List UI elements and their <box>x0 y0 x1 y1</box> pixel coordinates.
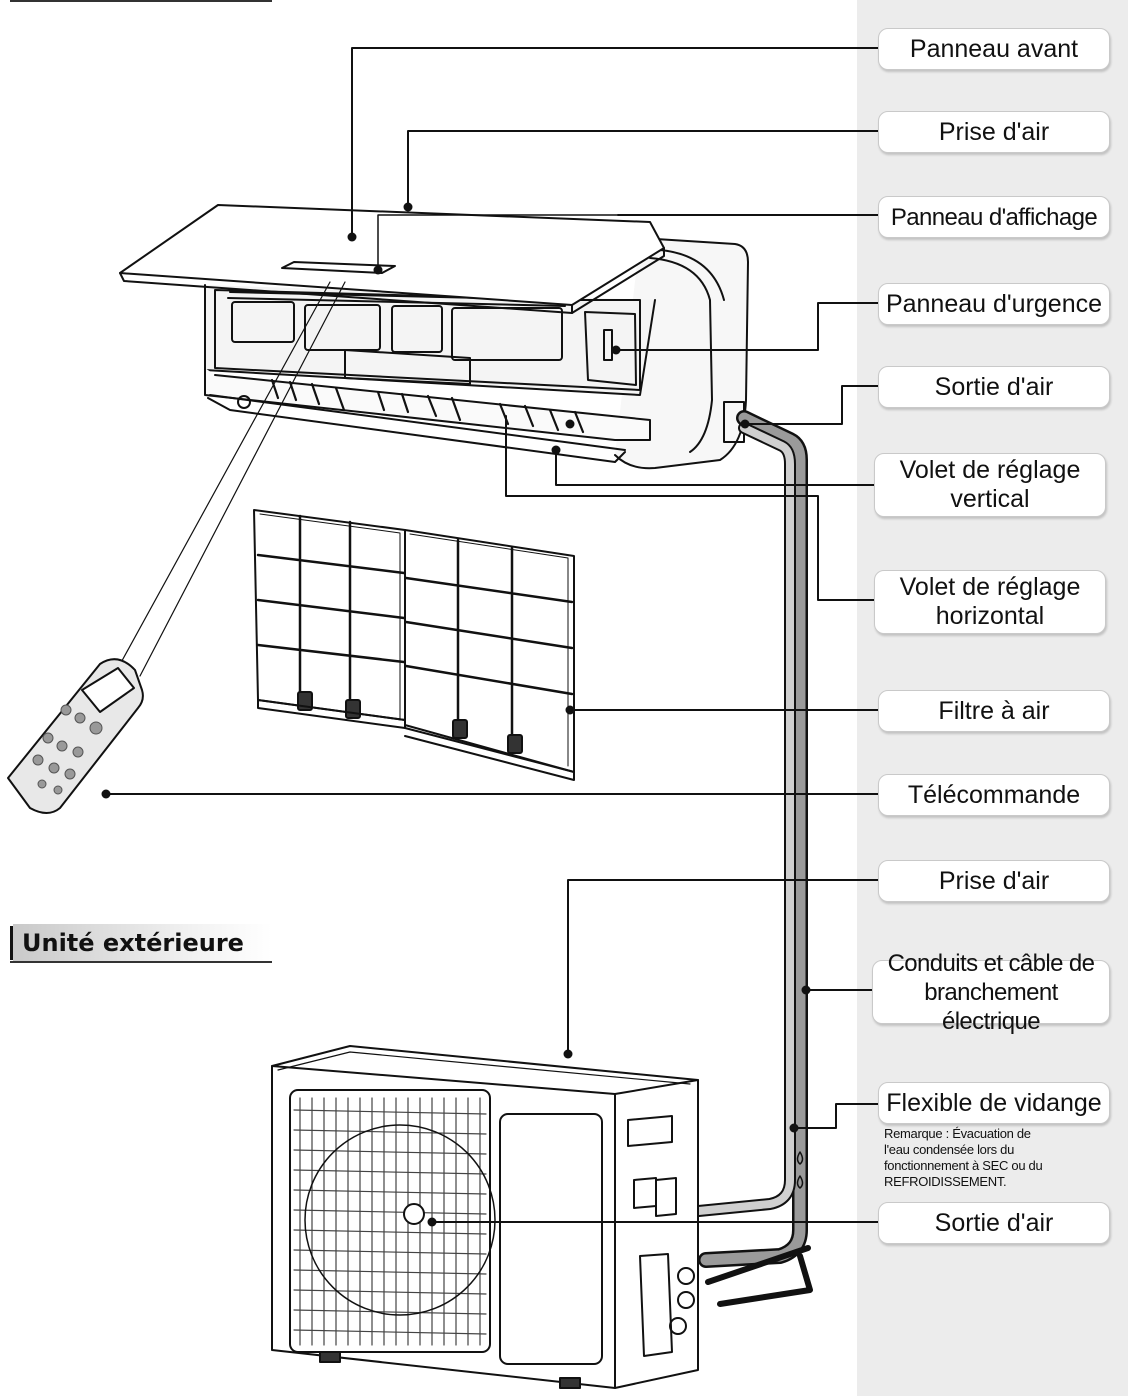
label-air-inlet-indoor: Prise d'air <box>878 111 1110 153</box>
outdoor-unit-title: Unité extérieure <box>22 929 244 957</box>
label-air-inlet-outdoor: Prise d'air <box>878 860 1110 902</box>
refrigerant-pipe-drawing <box>662 410 813 1307</box>
outdoor-unit-section-header: Unité extérieure <box>10 924 272 963</box>
label-vertical-louver: Volet de réglage vertical <box>874 453 1106 517</box>
label-display-panel: Panneau d'affichage <box>878 196 1110 238</box>
leader-lines <box>105 47 879 1223</box>
air-filter-drawing <box>253 509 575 781</box>
label-emergency-panel: Panneau d'urgence <box>878 283 1110 325</box>
label-air-outlet-indoor: Sortie d'air <box>878 366 1110 408</box>
indoor-unit-section-header <box>10 0 272 2</box>
indoor-unit-drawing <box>117 204 749 677</box>
label-air-filter: Filtre à air <box>878 690 1110 732</box>
label-front-panel: Panneau avant <box>878 28 1110 70</box>
leader-dots <box>101 202 811 1227</box>
label-horizontal-louver: Volet de réglage horizontal <box>874 570 1106 634</box>
label-air-outlet-outdoor: Sortie d'air <box>878 1202 1110 1244</box>
outdoor-unit-drawing <box>271 1045 699 1389</box>
label-pipes-and-cable: Conduits et câble de branchement électri… <box>872 950 1110 1035</box>
remote-control-drawing <box>7 658 144 814</box>
drain-hose-note: Remarque : Évacuation de l'eau condensée… <box>884 1126 1043 1189</box>
label-remote-control: Télécommande <box>878 774 1110 816</box>
label-drain-hose: Flexible de vidange <box>878 1082 1110 1124</box>
